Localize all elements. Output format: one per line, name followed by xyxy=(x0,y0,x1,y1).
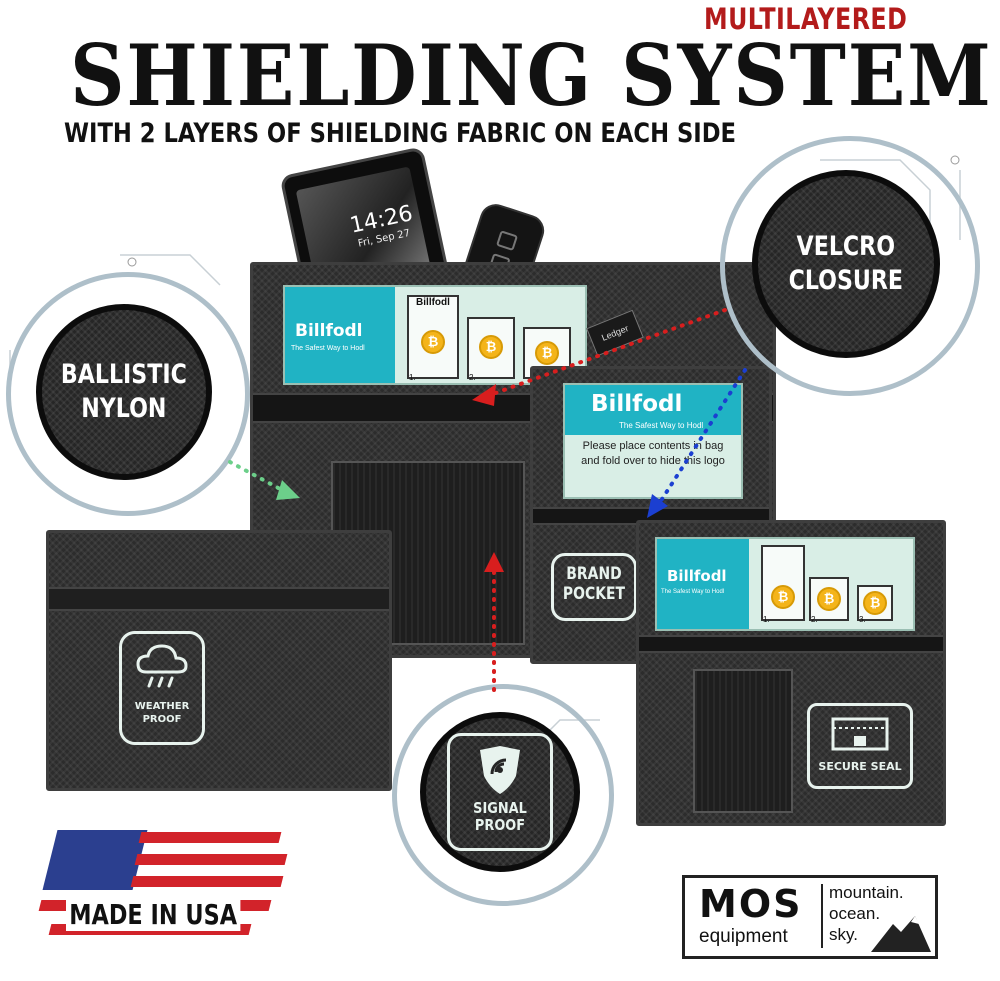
bitcoin-icon: ₿ xyxy=(535,341,559,365)
bitcoin-icon: ₿ xyxy=(479,335,503,359)
brand-tagline: The Safest Way to Hodl xyxy=(619,421,704,430)
velcro-strip xyxy=(639,635,943,653)
badge-ring-signal xyxy=(392,684,614,906)
weatherproof-pouch: WEATHER PROOF xyxy=(46,530,392,791)
brand-name: Billfodl xyxy=(295,321,363,341)
arrow-ballistic xyxy=(228,460,284,492)
badge-ring-ballistic xyxy=(6,272,250,516)
brand-tagline: The Safest Way to Hodl xyxy=(291,345,365,352)
signal-proof-badge: SIGNAL PROOF xyxy=(420,712,580,872)
envelope-seal-icon xyxy=(831,717,889,751)
brand-pocket-label: BRAND POCKET xyxy=(562,564,626,604)
billfodl-label-large: Billfodl The Safest Way to Hodl Billfodl… xyxy=(283,285,587,385)
flap-edge xyxy=(49,587,389,611)
front-mesh-pocket xyxy=(693,669,793,813)
brand-name: Billfodl xyxy=(591,391,683,417)
arrow-blue xyxy=(653,368,747,512)
instruction-text: Please place contents in bag and fold ov… xyxy=(581,440,725,467)
mos-equipment-logo: MOS equipment mountain. ocean. sky. xyxy=(682,875,938,959)
bitcoin-icon: ₿ xyxy=(771,585,795,609)
bitcoin-icon: ₿ xyxy=(817,587,841,611)
secure-seal-label: SECURE SEAL xyxy=(818,760,902,773)
mos-sub-text: equipment xyxy=(699,926,788,947)
ballistic-nylon-label: BALLISTIC NYLON xyxy=(61,359,187,424)
velcro-closure-badge: VELCRO CLOSURE xyxy=(752,170,940,358)
brand-tagline: The Safest Way to Hodl xyxy=(661,589,725,595)
brand-pocket-badge: BRAND POCKET xyxy=(551,553,637,621)
small-faraday-pouch: Billfodl The Safest Way to Hodl ₿ 1. ₿ 2… xyxy=(636,520,946,826)
kicker-text: MULTILAYERED xyxy=(704,2,908,36)
shield-wifi-icon xyxy=(480,746,520,794)
mos-logo-text: MOS xyxy=(699,882,803,926)
signal-proof-label: SIGNAL PROOF xyxy=(473,799,527,834)
bitcoin-icon: ₿ xyxy=(421,330,445,354)
page-title: SHIELDING SYSTEM xyxy=(70,26,993,125)
arrow-velcro xyxy=(488,308,727,397)
cloud-rain-icon xyxy=(136,644,188,688)
weather-proof-badge: WEATHER PROOF xyxy=(119,631,205,745)
bitcoin-icon: ₿ xyxy=(863,591,887,615)
made-in-usa-label: MADE IN USA xyxy=(66,898,241,931)
mountain-icon xyxy=(871,916,931,952)
brand-name: Billfodl xyxy=(667,567,727,585)
secure-seal-badge: SECURE SEAL xyxy=(807,703,913,789)
velcro-closure-label: VELCRO CLOSURE xyxy=(788,231,904,296)
weather-proof-label: WEATHER PROOF xyxy=(134,701,190,725)
ballistic-nylon-badge: BALLISTIC NYLON xyxy=(36,304,212,480)
mos-tagline: mountain. ocean. sky. xyxy=(829,883,904,944)
page-subtitle: WITH 2 LAYERS OF SHIELDING FABRIC ON EAC… xyxy=(64,118,737,149)
billfodl-label-small: Billfodl The Safest Way to Hodl ₿ 1. ₿ 2… xyxy=(655,537,915,631)
badge-ring-velcro xyxy=(720,136,980,396)
